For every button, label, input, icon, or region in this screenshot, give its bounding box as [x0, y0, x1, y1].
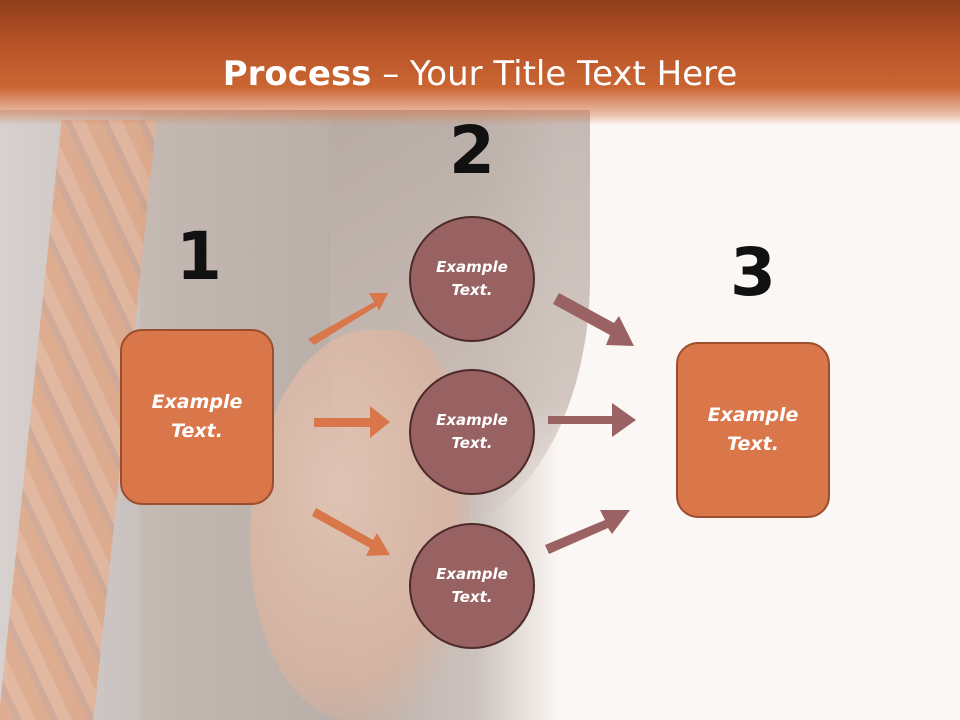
- step-number-1: 1: [176, 218, 222, 295]
- step-number-2: 2: [449, 112, 495, 189]
- title-bold: Process: [222, 54, 372, 94]
- arrow-left-bottom: [312, 508, 390, 556]
- arrow-right-bottom: [545, 510, 630, 554]
- step-number-3: 3: [730, 234, 776, 311]
- arrow-right-middle: [548, 403, 636, 437]
- title-rest: – Your Title Text Here: [371, 54, 738, 94]
- arrow-right-top: [553, 293, 634, 346]
- slide-title: Process – Your Title Text Here: [0, 52, 960, 96]
- header-bar: [0, 0, 960, 125]
- arrow-left-middle: [314, 406, 390, 438]
- arrow-left-top: [308, 293, 388, 345]
